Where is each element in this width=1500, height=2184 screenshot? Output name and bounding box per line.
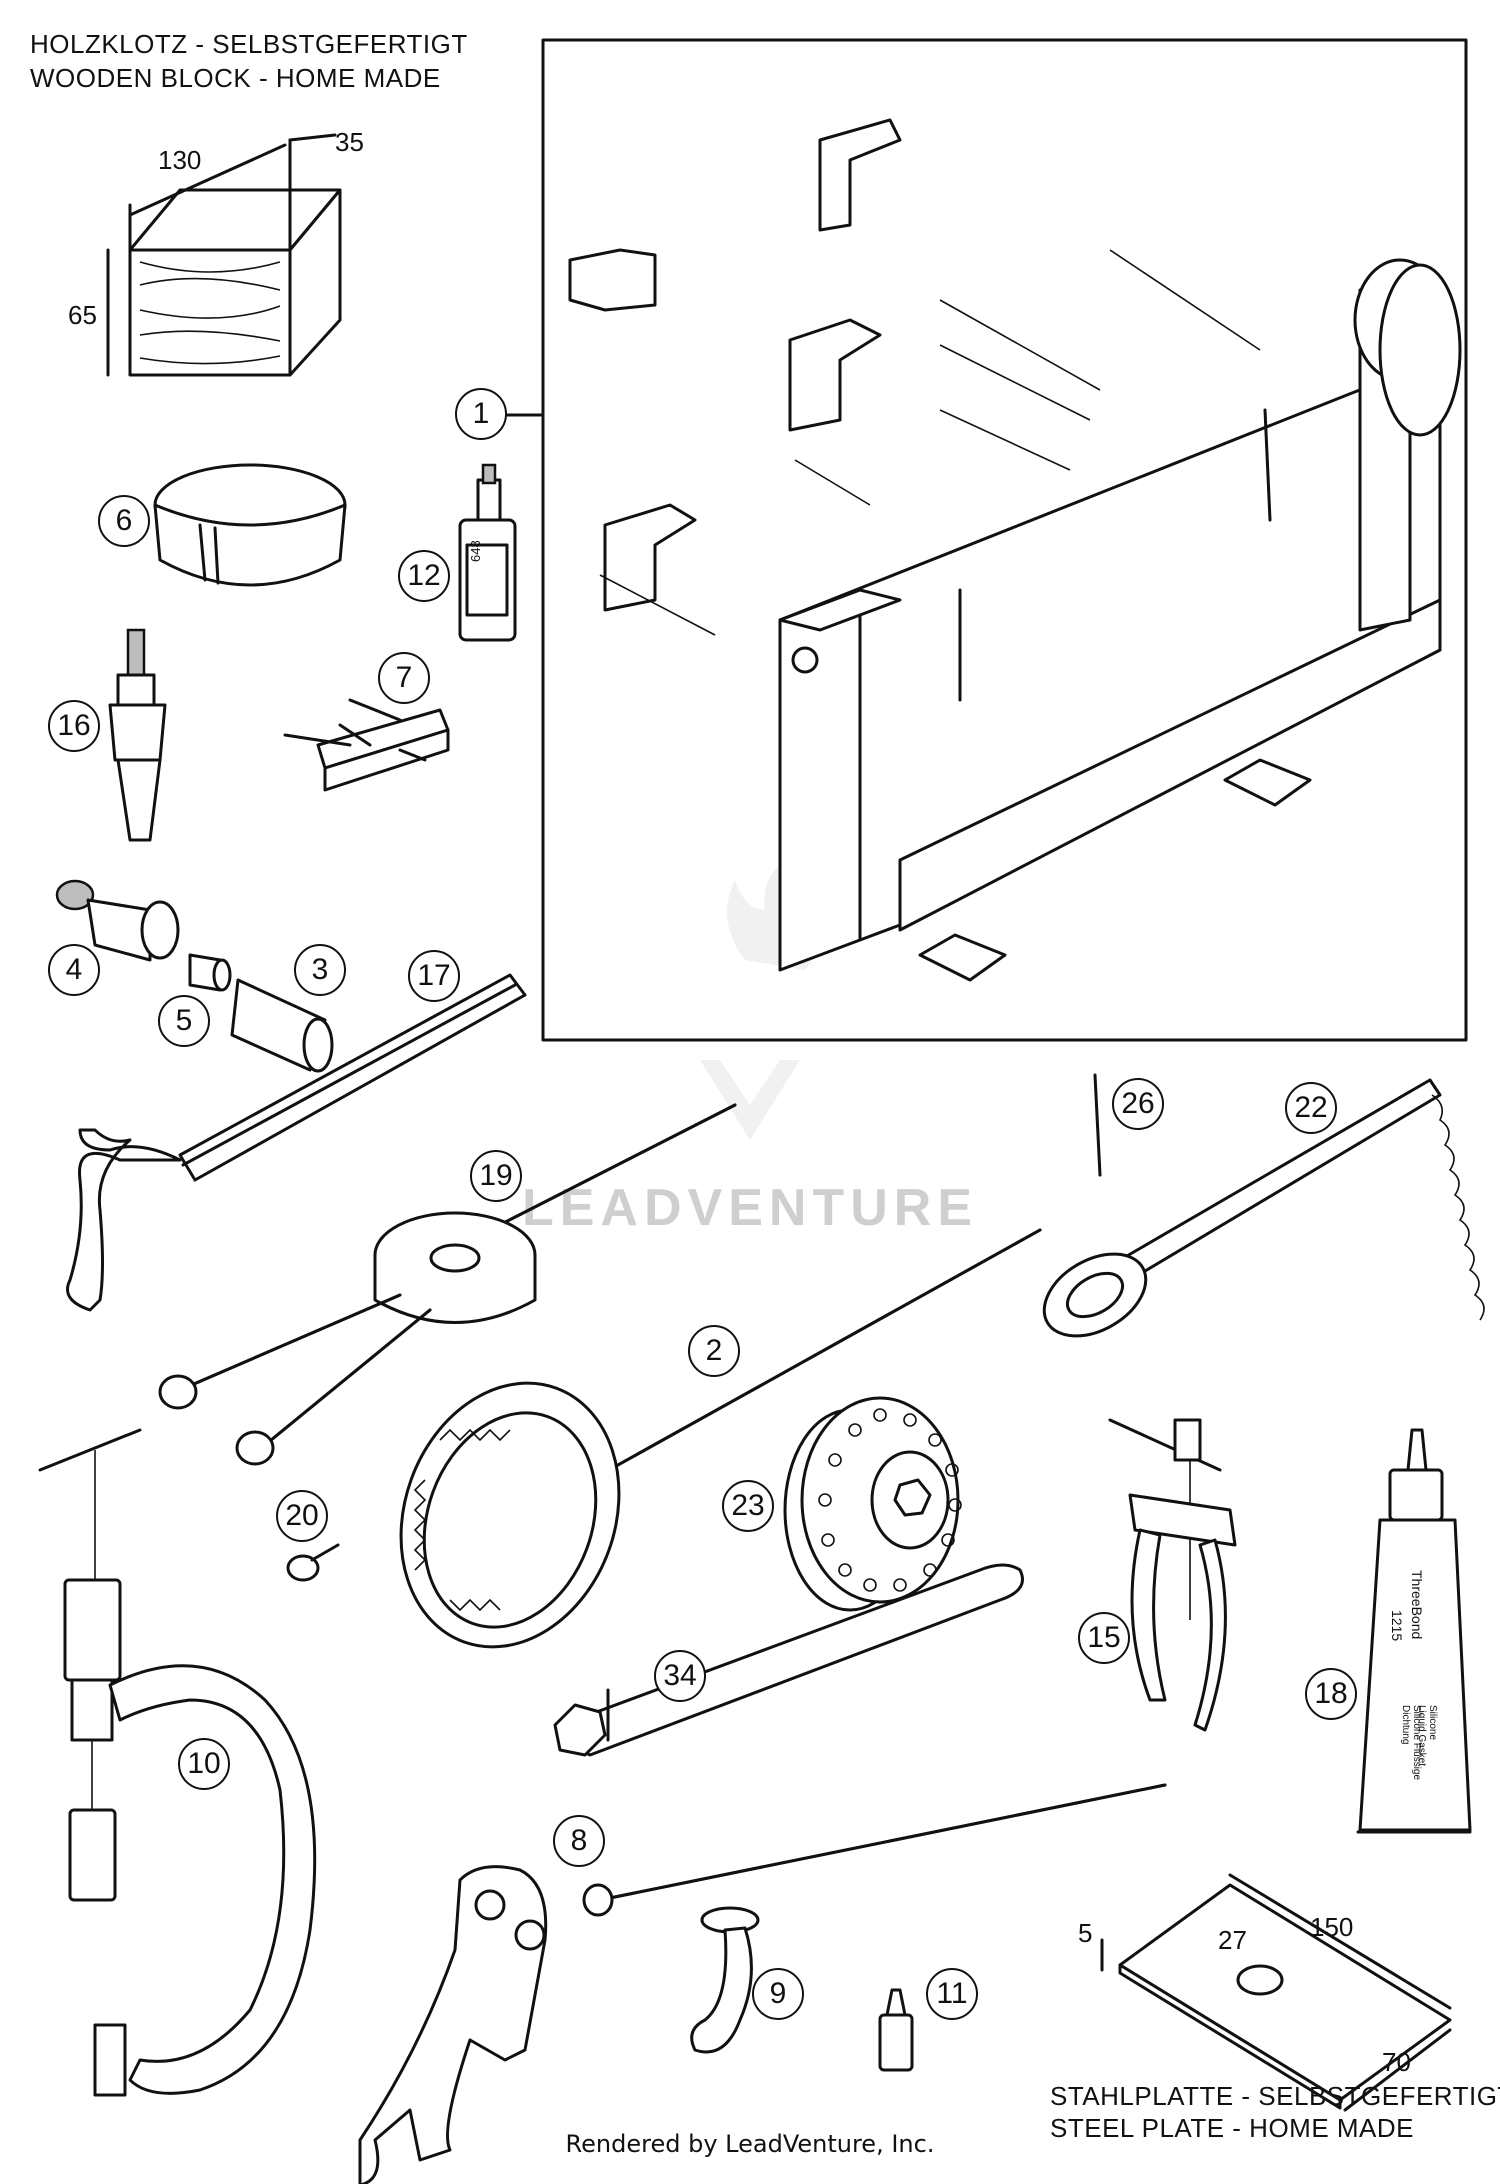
callout-5[interactable]: 5 [158,995,210,1047]
fork-spanner-drawing [66,973,527,1312]
sealant-tube-drawing [1356,1428,1472,1834]
engine-stand-drawing [568,118,1462,982]
footer-credit: Rendered by LeadVenture, Inc. [565,2130,935,2158]
callout-20[interactable]: 20 [276,1490,328,1542]
frame-box [541,38,1468,1042]
watermark-text: LEADVENTURE [522,1179,978,1237]
wood-block-depth: 35 [335,127,364,157]
install-sleeves-drawing [55,879,334,1073]
callout-1[interactable]: 1 [455,388,507,440]
callout-7[interactable]: 7 [378,652,430,704]
tube-brand: ThreeBond [1409,1570,1425,1640]
callout-6[interactable]: 6 [98,495,150,547]
callout-23[interactable]: 23 [722,1480,774,1532]
steel-plate-length: 150 [1310,1912,1354,1942]
callout-26[interactable]: 26 [1112,1078,1164,1130]
tube-line2: Silicone Flüssige Dichtung [1400,1705,1422,1781]
callout-22[interactable]: 22 [1285,1082,1337,1134]
wood-block-title-de: HOLZKLOTZ - SELBSTGEFERTIGT [30,29,468,59]
gear-puller-drawing [1108,1418,1237,1732]
steel-plate-title-de: STAHLPLATTE - SELBSTGEFERTIGT [1050,2081,1500,2111]
callout-18[interactable]: 18 [1305,1668,1357,1720]
callout-9[interactable]: 9 [752,1968,804,2020]
callout-11[interactable]: 11 [926,1968,978,2020]
callout-16[interactable]: 16 [48,700,100,752]
wood-block-height: 65 [68,300,97,330]
hook-tool-drawing [690,1906,760,2054]
steel-plate-width: 70 [1382,2047,1411,2077]
callout-8[interactable]: 8 [553,1815,605,1867]
callout-12[interactable]: 12 [398,550,450,602]
wood-block-length: 130 [158,145,202,175]
callout-34[interactable]: 34 [654,1650,706,1702]
clutch-wrench-drawing [399,1228,1042,1649]
callout-2[interactable]: 2 [688,1325,740,1377]
steel-plate-thickness: 5 [1078,1918,1093,1948]
chain-wrench-drawing [1042,1078,1485,1338]
steering-tool-drawing [358,1783,1167,2184]
screw-drawing [286,1543,340,1582]
small-bottle-drawing [878,1988,914,2072]
ring-clamp-drawing [153,463,347,587]
callout-4[interactable]: 4 [48,944,100,996]
steel-plate-hole: 27 [1218,1925,1247,1955]
wood-block-title-en: WOODEN BLOCK - HOME MADE [30,63,441,93]
flywheel-disc-drawing [783,1396,962,1612]
clutch-holder-drawing [158,1103,737,1466]
bearing-puller-drawing [108,628,167,842]
wooden-block-drawing [106,133,342,377]
loctite-bottle-drawing [458,463,517,642]
steel-plate-drawing [1100,1873,1452,2112]
valve-spring-compressor-drawing [38,1428,317,2097]
steel-plate-title-en: STEEL PLATE - HOME MADE [1050,2113,1415,2143]
callout-10[interactable]: 10 [178,1738,230,1790]
pin-drawing [1093,1073,1102,1177]
bottle-label: 648 [468,540,483,562]
callout-15[interactable]: 15 [1078,1612,1130,1664]
callout-3[interactable]: 3 [294,944,346,996]
callout-17[interactable]: 17 [408,950,460,1002]
tube-code: 1215 [1389,1610,1405,1642]
holding-tool-drawing [553,1563,1024,1757]
callout-19[interactable]: 19 [470,1150,522,1202]
puller-plate-drawing [283,698,450,792]
